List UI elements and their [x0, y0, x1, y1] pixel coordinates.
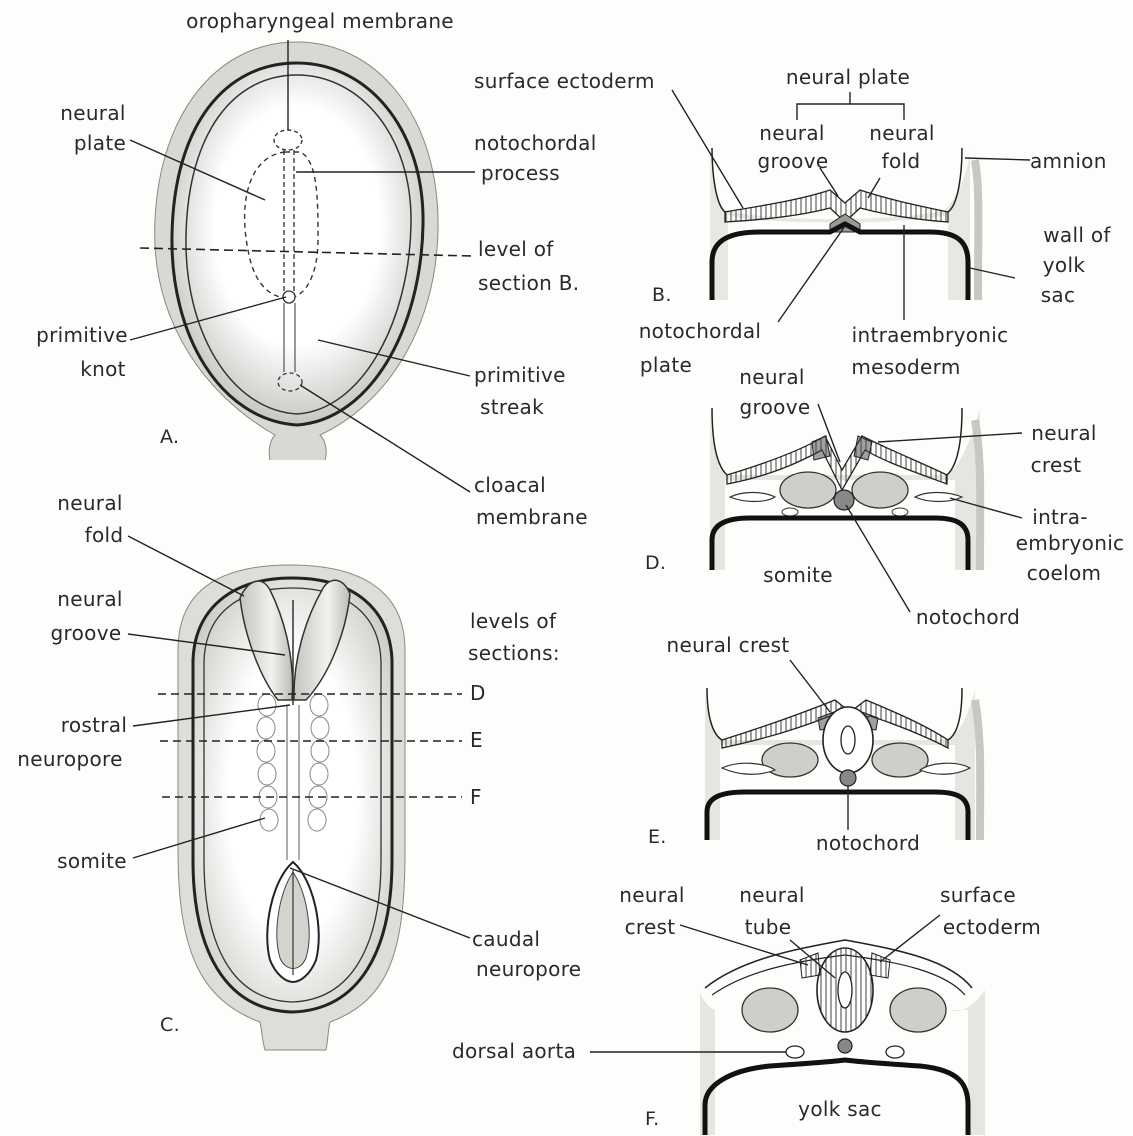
panel-f-somite-left [742, 988, 798, 1032]
label-neural-plate-a-2: plate [74, 128, 126, 158]
label-notochord-d: notochord [916, 602, 1020, 632]
level-letter-f: F [470, 782, 482, 812]
label-cloacal-membrane-2: membrane [476, 502, 588, 532]
panel-e-amnion-right-outer [975, 700, 980, 840]
label-levels-of-sections-2: sections: [468, 638, 560, 668]
label-neural-groove-b-1: neural [759, 118, 825, 148]
panel-d-notochord [834, 490, 854, 510]
panel-a-letter: A. [160, 422, 179, 452]
label-rostral-neuropore-1: rostral [61, 710, 127, 740]
label-wall-of-yolk-sac-3: sac [1041, 280, 1076, 310]
panel-b-amnion-right-outer [975, 160, 978, 300]
label-neural-crest-f-1: neural [619, 880, 685, 910]
label-neural-plate-a-1: neural [60, 98, 126, 128]
panel-d-coelom-left [730, 492, 775, 501]
panel-a-embryo [140, 42, 472, 460]
label-neural-groove-d-2: groove [740, 392, 811, 422]
panel-d-somite-right [852, 472, 908, 508]
panel-e-section [705, 688, 980, 840]
label-neural-crest-f-2: crest [625, 912, 676, 942]
panel-d-ectoderm-band [727, 436, 947, 490]
label-notochord-e: notochord [816, 828, 920, 858]
label-notochordal-plate-2: plate [640, 350, 692, 380]
label-level-of-section-2: section B. [478, 268, 579, 298]
panel-f-dorsal-aorta-left [786, 1046, 804, 1058]
panel-e-notochord [840, 770, 856, 786]
label-surface-ectoderm-f-1: surface [940, 880, 1016, 910]
label-yolk-sac: yolk sac [798, 1094, 882, 1124]
label-primitive-knot-1: primitive [36, 320, 128, 350]
panel-b-letter: B. [652, 280, 672, 310]
label-oropharyngeal-membrane: oropharyngeal membrane [186, 6, 454, 36]
panel-e-neural-canal [841, 726, 855, 754]
level-letter-e: E [470, 725, 483, 755]
label-caudal-neuropore-2: neuropore [476, 954, 581, 984]
label-primitive-knot-2: knot [80, 354, 126, 384]
label-primitive-streak-2: streak [480, 392, 544, 422]
panel-f-dorsal-aorta-right [886, 1046, 904, 1058]
label-surface-ectoderm-f-2: ectoderm [943, 912, 1041, 942]
label-intraembryonic-mesoderm-1: intraembryonic [852, 320, 1009, 350]
panel-d-somite-left [780, 472, 836, 508]
label-neural-tube-2: tube [745, 912, 792, 942]
panel-e-somite-right [872, 743, 928, 777]
panel-b-yolk-sac-wall [712, 224, 968, 300]
panel-f-letter: F. [645, 1104, 660, 1134]
panel-f-notochord [838, 1039, 852, 1053]
panel-c-embryo [158, 565, 462, 1050]
label-neural-crest-d-1: neural [1031, 418, 1097, 448]
panel-d-coelom-right [915, 492, 962, 501]
label-intraembryonic-mesoderm-2: mesoderm [851, 352, 960, 382]
label-neural-crest-e: neural crest [667, 630, 790, 660]
label-neural-groove-d-1: neural [739, 362, 805, 392]
label-caudal-neuropore-1: caudal [472, 924, 540, 954]
label-rostral-neuropore-2: neuropore [17, 744, 122, 774]
label-wall-of-yolk-sac-2: yolk [1043, 250, 1085, 280]
panel-d-letter: D. [645, 548, 666, 578]
label-somite-c: somite [57, 846, 127, 876]
label-level-of-section-1: level of [478, 234, 554, 264]
label-somite-d: somite [763, 560, 833, 590]
label-dorsal-aorta: dorsal aorta [452, 1036, 576, 1066]
label-neural-crest-d-2: crest [1031, 450, 1082, 480]
panel-d-neural-crest-blocks [812, 436, 872, 460]
label-surface-ectoderm-b: surface ectoderm [474, 66, 655, 96]
panel-d-aorta-left [782, 508, 798, 516]
label-neural-tube-1: neural [739, 880, 805, 910]
label-notochordal-plate-1: notochordal [639, 316, 762, 346]
label-neural-fold-b-1: neural [869, 118, 935, 148]
label-notochordal-process-2: process [481, 158, 560, 188]
label-levels-of-sections-1: levels of [470, 606, 556, 636]
panel-d-aorta-right [892, 508, 908, 516]
panel-e-letter: E. [648, 822, 667, 852]
label-neural-groove-b-2: groove [758, 146, 829, 176]
label-neural-fold-c-2: fold [85, 520, 124, 550]
label-notochordal-process-1: notochordal [474, 128, 597, 158]
label-intra-embryonic-coelom-2: embryonic [1016, 528, 1125, 558]
panel-b-section [710, 148, 978, 300]
label-primitive-streak-1: primitive [474, 360, 566, 390]
label-neural-groove-c-2: groove [51, 618, 122, 648]
label-neural-fold-c-1: neural [57, 488, 123, 518]
label-neural-fold-b-2: fold [882, 146, 921, 176]
panel-c-letter: C. [160, 1010, 180, 1040]
label-neural-plate-b: neural plate [786, 62, 910, 92]
label-amnion: amnion [1030, 146, 1107, 176]
panel-d-yolk-sac-wall [712, 518, 968, 570]
label-neural-groove-c-1: neural [57, 584, 123, 614]
level-letter-d: D [470, 678, 486, 708]
label-intra-embryonic-coelom-3: coelom [1027, 558, 1102, 588]
panel-d-section [710, 408, 980, 570]
panel-f-neural-canal [838, 972, 852, 1008]
label-wall-of-yolk-sac-1: wall of [1043, 220, 1110, 250]
panel-f-somite-right [890, 988, 946, 1032]
label-cloacal-membrane-1: cloacal [474, 470, 546, 500]
panel-d-leader-lines [818, 404, 1022, 612]
